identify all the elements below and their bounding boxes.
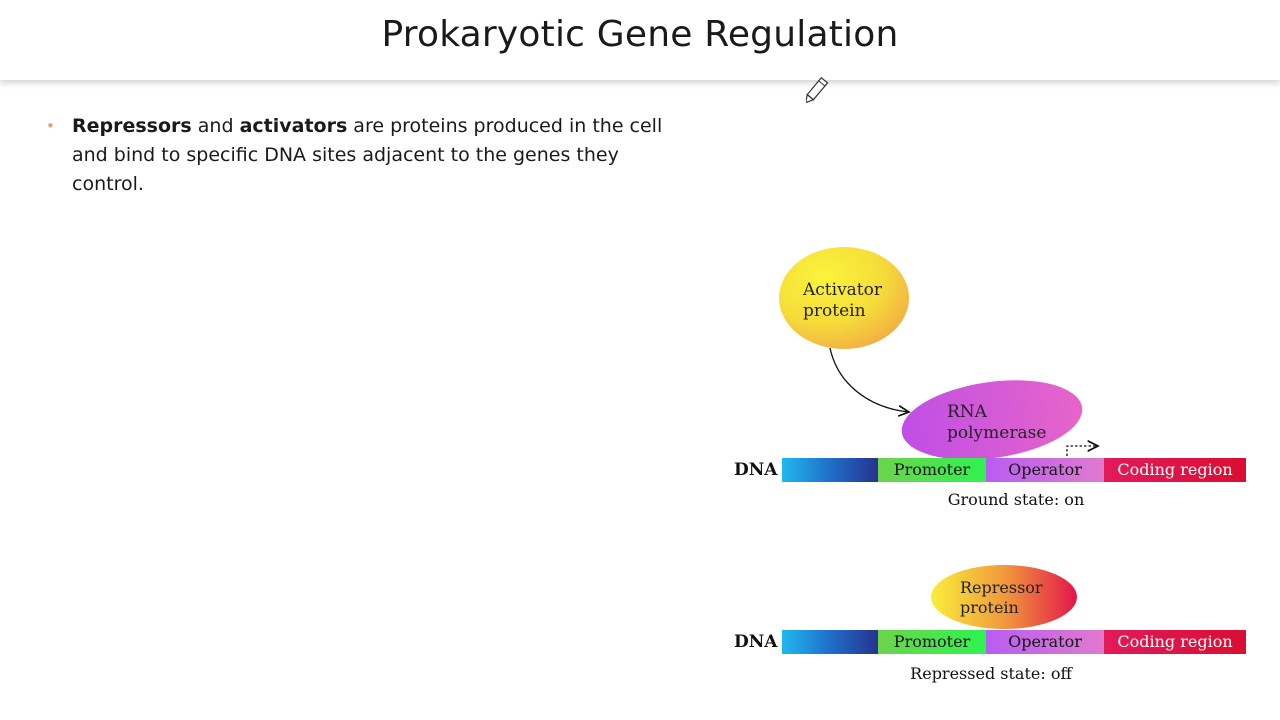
- polymerase-label-line2: polymerase: [947, 423, 1046, 443]
- promoter-segment-bottom: [878, 630, 986, 654]
- dna-leader-segment-top: [782, 458, 878, 482]
- repressor-label-line2: protein: [960, 598, 1019, 617]
- coding-segment-top: [1104, 458, 1246, 482]
- coding-label-top: Coding region: [1117, 460, 1232, 479]
- slide-title: Prokaryotic Gene Regulation: [381, 14, 899, 55]
- bullet-rest: are proteins produced in the cell and bi…: [72, 115, 663, 195]
- operator-segment-bottom: [986, 630, 1104, 654]
- term-activators: activators: [239, 115, 348, 137]
- transcription-start-arrow: [1066, 446, 1098, 456]
- dna-label-top: DNA: [734, 460, 778, 480]
- activator-protein: [779, 247, 909, 349]
- operator-segment-top: [986, 458, 1104, 482]
- bullet-marker: •: [46, 117, 55, 135]
- coding-segment-bottom: [1104, 630, 1246, 654]
- polymerase-label-line1: RNA: [947, 402, 988, 422]
- dna-label-bottom: DNA: [734, 632, 778, 652]
- rna-polymerase: [901, 380, 1083, 460]
- operator-label-top: Operator: [1008, 460, 1082, 479]
- activator-binding-arrow: [829, 347, 909, 412]
- repressed-state-caption: Repressed state: off: [910, 664, 1073, 683]
- title-bar: Prokaryotic Gene Regulation: [0, 0, 1280, 80]
- promoter-label-bottom: Promoter: [894, 632, 971, 651]
- promoter-label-top: Promoter: [894, 460, 971, 479]
- repressor-label-line1: Repressor: [960, 578, 1043, 597]
- operator-label-bottom: Operator: [1008, 632, 1082, 651]
- dna-leader-segment-bottom: [782, 630, 878, 654]
- promoter-segment-top: [878, 458, 986, 482]
- conjunction: and: [191, 115, 240, 137]
- ground-state-caption: Ground state: on: [948, 490, 1085, 509]
- activator-label-line1: Activator: [802, 280, 883, 300]
- bullet-item: Repressors and activators are proteins p…: [72, 112, 692, 199]
- coding-label-bottom: Coding region: [1117, 632, 1232, 651]
- activator-label-line2: protein: [803, 301, 866, 321]
- term-repressors: Repressors: [72, 115, 192, 137]
- repressor-protein: [931, 565, 1077, 629]
- pencil-cursor-icon: [806, 76, 829, 104]
